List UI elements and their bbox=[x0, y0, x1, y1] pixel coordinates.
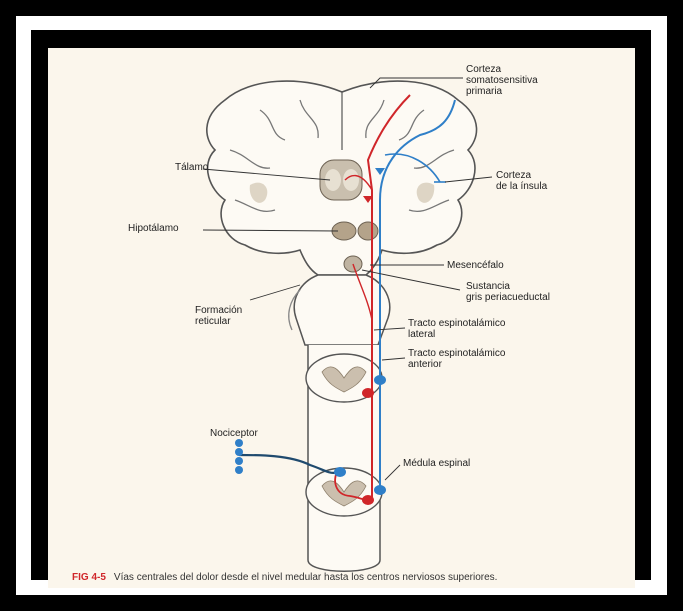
label-talamo: Tálamo bbox=[175, 162, 208, 173]
label-medula-espinal: Médula espinal bbox=[403, 458, 470, 469]
label-hipotalamo: Hipotálamo bbox=[128, 223, 179, 234]
label-corteza-insula-text: Corteza de la ínsula bbox=[496, 170, 547, 192]
figure-caption: FIG 4-5 Vías centrales del dolor desde el… bbox=[72, 572, 497, 583]
label-corteza-somatosensitiva-text: Corteza somatosensitiva primaria bbox=[466, 64, 538, 97]
label-corteza-insula: Corteza de la ínsula bbox=[496, 170, 547, 192]
spinal-cord bbox=[306, 345, 382, 571]
label-corteza-somatosensitiva: Corteza somatosensitiva primaria bbox=[466, 64, 538, 97]
caption-text: Vías centrales del dolor desde el nivel … bbox=[114, 572, 498, 583]
label-tracto-anterior-text: Tracto espinotalámico anterior bbox=[408, 348, 505, 370]
label-sustancia-gris: Sustancia gris periacueductal bbox=[466, 281, 550, 303]
label-tracto-anterior: Tracto espinotalámico anterior bbox=[408, 348, 505, 370]
label-mesencefalo: Mesencéfalo bbox=[447, 260, 504, 271]
label-sustancia-gris-text: Sustancia gris periacueductal bbox=[466, 281, 550, 303]
label-nociceptor: Nociceptor bbox=[210, 428, 258, 439]
label-tracto-lateral-text: Tracto espinotalámico lateral bbox=[408, 318, 505, 340]
figure-number: FIG 4-5 bbox=[72, 572, 106, 583]
label-formacion-reticular: Formación reticular bbox=[195, 305, 242, 327]
label-formacion-reticular-text: Formación reticular bbox=[195, 305, 242, 327]
label-tracto-lateral: Tracto espinotalámico lateral bbox=[408, 318, 505, 340]
